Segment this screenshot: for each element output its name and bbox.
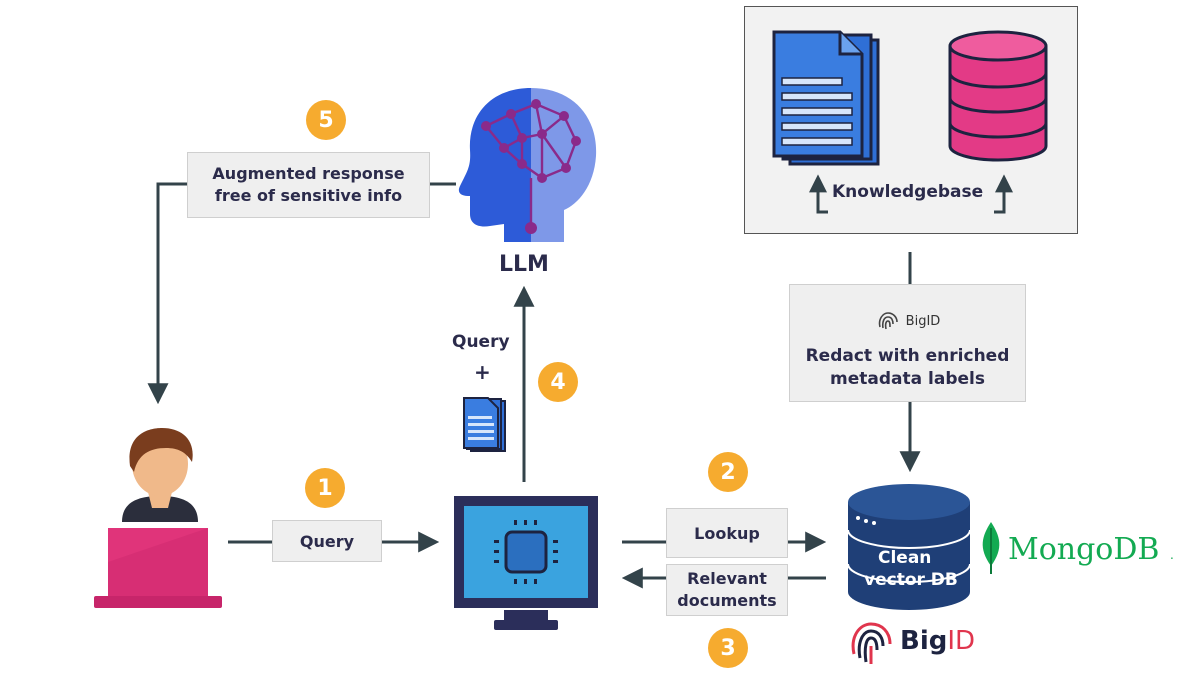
plus-sign: + [474,360,491,384]
relevant-line2: documents [677,591,777,610]
llm-head-icon [458,88,597,242]
bigid-small-label: BigID [905,313,941,329]
step-1-badge: 1 [305,468,345,508]
step-5-badge: 5 [306,100,346,140]
redact-box: BigID Redact with enriched metadata labe… [789,284,1026,402]
document-stack-icon [463,397,506,452]
knowledgebase-label: Knowledgebase [832,182,984,202]
lookup-box: Lookup [666,508,788,558]
step-4-badge: 4 [538,362,578,402]
bigid-large-label: BigID [900,626,975,656]
vector-db-line2: vector DB [864,570,958,590]
redact-line2: metadata labels [830,369,985,389]
vector-db-line1: Clean [878,548,932,568]
vector-db-icon [847,484,971,610]
query-box: Query [272,520,382,562]
knowledgebase-brackets [809,174,1013,214]
mongodb-registered-mark: . [1170,548,1174,562]
augmented-line2: free of sensitive info [214,186,403,205]
step-2-badge: 2 [708,452,748,492]
user-icon [122,428,198,522]
arrow-response-to-user [147,182,187,405]
query-plus-label: Query [452,332,510,352]
document-stack-icon [772,30,880,166]
mongodb-leaf-icon [982,522,1000,574]
bigid-large-accent: ID [947,626,976,656]
laptop-icon [94,528,222,608]
augmented-line1: Augmented response [212,164,405,183]
llm-label: LLM [499,252,549,277]
monitor-chip-icon [454,496,598,630]
bigid-fingerprint-icon [851,622,892,664]
bigid-large-plain: Big [900,626,948,656]
database-icon [948,30,1048,162]
redact-line1: Redact with enriched [805,346,1010,366]
step-3-badge: 3 [708,628,748,668]
relevant-documents-box: Relevant documents [666,564,788,616]
mongodb-label: MongoDB [1008,532,1160,567]
augmented-response-box: Augmented response free of sensitive inf… [187,152,430,218]
relevant-line1: Relevant [687,569,767,588]
bigid-fingerprint-icon [878,312,898,330]
